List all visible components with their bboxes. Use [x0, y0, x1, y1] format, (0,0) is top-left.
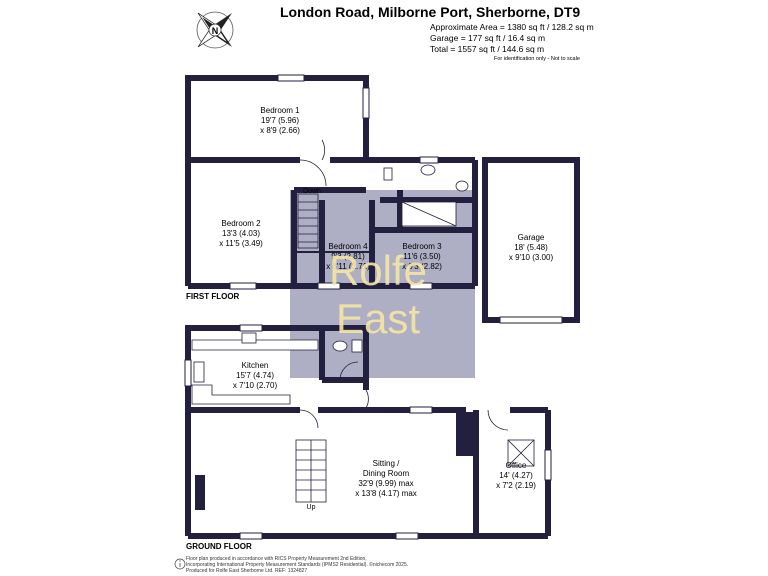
room-label-office: Office 14' (4.27) x 7'2 (2.19) [496, 461, 536, 490]
footer-line2: Incorporating International Property Mea… [186, 562, 409, 568]
sitting-dim2: x 13'8 (4.17) max [355, 489, 417, 498]
kitchen-name: Kitchen [242, 361, 269, 370]
compass-label: N [212, 26, 219, 36]
office-skylight [507, 439, 535, 467]
total-area-text: Total = 1557 sq ft / 144.6 sq m [430, 44, 545, 54]
first-floor-stairs [297, 139, 327, 249]
bathroom-fixtures [383, 164, 469, 227]
bedroom4-dim2: x 8'11 (2.71) [326, 262, 370, 271]
sitting-dim1: 32'9 (9.99) max [358, 479, 413, 488]
plan-title: London Road, Milborne Port, Sherborne, D… [280, 4, 581, 20]
office-dim2: x 7'2 (2.19) [496, 481, 536, 490]
info-icon [174, 558, 186, 570]
approx-area-text: Approximate Area = 1380 sq ft / 128.2 sq… [430, 22, 594, 32]
garage-name: Garage [518, 233, 545, 242]
kitchen-units [191, 332, 319, 405]
garage-area-text: Garage = 177 sq ft / 16.4 sq m [430, 33, 546, 43]
kitchen-dim2: x 7'10 (2.70) [233, 381, 278, 390]
bedroom3-name: Bedroom 3 [402, 242, 442, 251]
sitting-name2: Dining Room [363, 469, 410, 478]
footer-line3: Produced for Rolfe East Sherborne Ltd. R… [186, 568, 308, 574]
bedroom4-dim1: 9'3 (2.81) [331, 252, 365, 261]
bedroom3-dim2: x 9'3 (2.82) [402, 262, 442, 271]
bedroom1-dim1: 19'7 (5.96) [261, 116, 299, 125]
footer-line1: Floor plan produced in accordance with R… [186, 556, 367, 562]
bedroom2-dim1: 13'3 (4.03) [222, 229, 260, 238]
sitting-name1: Sitting / [373, 459, 400, 468]
bedroom3-dim1: 11'6 (3.50) [403, 252, 441, 261]
ground-floor-walls [185, 325, 551, 539]
first-floor-windows [229, 74, 439, 290]
bedroom2-name: Bedroom 2 [221, 219, 261, 228]
garage-door [499, 316, 563, 324]
wc-fixtures [332, 339, 363, 353]
bedroom2-dim2: x 11'5 (3.49) [219, 239, 263, 248]
bedroom1-name: Bedroom 1 [260, 106, 300, 115]
ground-floor-windows [184, 324, 552, 540]
garage-dim2: x 9'10 (3.00) [509, 253, 554, 262]
kitchen-dim1: 15'7 (4.74) [236, 371, 274, 380]
room-label-bedroom4: Bedroom 4 9'3 (2.81) x 8'11 (2.71) [326, 242, 370, 271]
first-floor-label: FIRST FLOOR [186, 292, 240, 301]
stairs-down-label: Down [303, 188, 321, 195]
footer-note: Floor plan produced in accordance with R… [186, 556, 408, 574]
room-label-kitchen: Kitchen 15'7 (4.74) x 7'10 (2.70) [233, 361, 278, 390]
watermark-line2: East [336, 295, 420, 342]
bedroom1-dim2: x 8'9 (2.66) [260, 126, 300, 135]
stairs-up-label: Up [307, 504, 316, 511]
bedroom4-name: Bedroom 4 [328, 242, 368, 251]
room-label-bedroom2: Bedroom 2 13'3 (4.03) x 11'5 (3.49) [219, 219, 263, 248]
room-label-sitting-dining: Sitting / Dining Room 32'9 (9.99) max x … [355, 459, 417, 498]
fireplace [195, 475, 205, 510]
garage-dim1: 18' (5.48) [514, 243, 548, 252]
watermark-line1: Rolfe [329, 247, 427, 294]
office-name: Office [506, 461, 527, 470]
room-label-bedroom3: Bedroom 3 11'6 (3.50) x 9'3 (2.82) [402, 242, 442, 271]
room-label-bedroom1: Bedroom 1 19'7 (5.96) x 8'9 (2.66) [260, 106, 300, 135]
room-label-garage: Garage 18' (5.48) x 9'10 (3.00) [509, 233, 554, 262]
scale-note: For identification only - Not to scale [494, 56, 580, 62]
chimney-breast [456, 412, 474, 456]
office-dim1: 14' (4.27) [499, 471, 533, 480]
north-compass-icon: N [196, 11, 234, 49]
ground-floor-label: GROUND FLOOR [186, 542, 252, 551]
ground-floor-stairs [295, 361, 509, 503]
